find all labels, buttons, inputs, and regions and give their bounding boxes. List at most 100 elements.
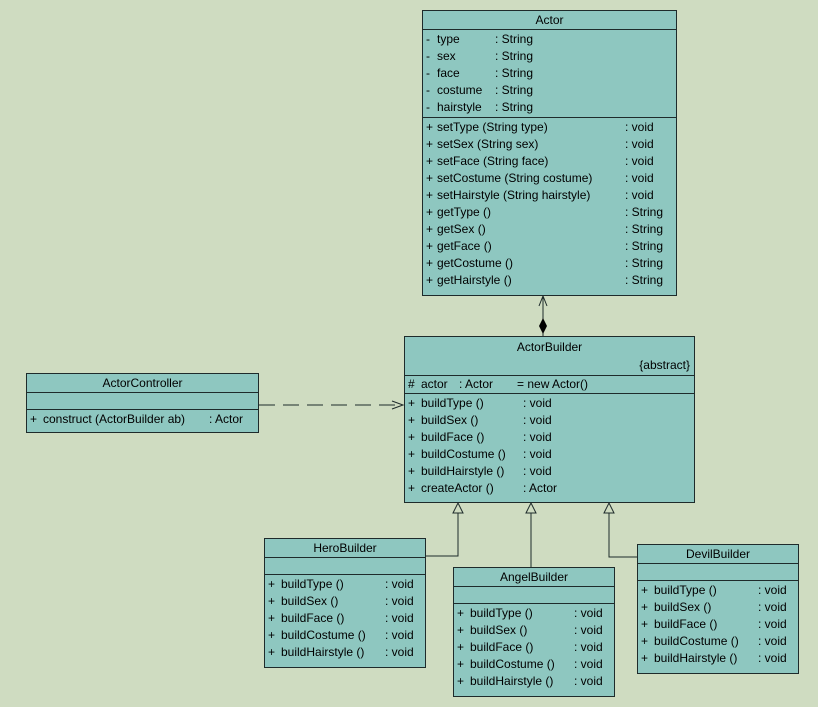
- dependency-connector: [259, 400, 405, 410]
- return-type: : void: [625, 120, 654, 134]
- visibility-marker: +: [426, 205, 434, 219]
- operation-signature: buildSex (): [470, 623, 528, 637]
- return-type: : void: [625, 171, 654, 185]
- operation-row: +buildSex (): void: [265, 593, 425, 610]
- operation-row: +getFace (): String: [423, 238, 676, 255]
- member-name: costume: [437, 83, 483, 97]
- visibility-marker: +: [457, 623, 465, 637]
- visibility-marker: +: [641, 634, 649, 648]
- member-name: sex: [437, 49, 456, 63]
- attribute-row: -type: String: [423, 31, 676, 48]
- operation-row: +buildHairstyle (): void: [405, 463, 694, 480]
- operation-row: +setCostume (String costume): void: [423, 170, 676, 187]
- return-type: : void: [758, 600, 787, 614]
- navigability-arrowhead: [538, 294, 548, 307]
- operation-signature: buildSex (): [281, 594, 339, 608]
- operation-signature: createActor (): [421, 481, 494, 495]
- visibility-marker: +: [641, 651, 649, 665]
- return-type: : void: [385, 577, 414, 591]
- visibility-marker: +: [408, 481, 416, 495]
- operation-row: + buildType () : void: [405, 395, 694, 412]
- member-type: : String: [495, 83, 534, 97]
- return-type: : void: [625, 137, 654, 151]
- operation-signature: buildCostume (): [470, 657, 555, 671]
- class-name: ActorBuilder: [516, 340, 583, 354]
- operation-signature: buildHairstyle (): [654, 651, 738, 665]
- member-name: actor: [421, 377, 448, 391]
- operation-signature: buildCostume (): [421, 447, 506, 461]
- member-type: : String: [495, 32, 534, 46]
- initial-value: = new Actor(): [517, 377, 589, 391]
- generalization-angel: [525, 501, 537, 567]
- visibility-marker: +: [641, 617, 649, 631]
- visibility-marker: +: [457, 606, 465, 620]
- operation-signature: buildFace (): [654, 617, 718, 631]
- dependency-arrowhead: [391, 400, 405, 410]
- return-type: : void: [523, 396, 552, 410]
- visibility-marker: #: [408, 377, 415, 391]
- operation-signature: buildType (): [470, 606, 533, 620]
- operation-signature: getSex (): [437, 222, 486, 236]
- generalization-hero: [426, 501, 464, 557]
- operation-signature: buildHairstyle (): [421, 464, 505, 478]
- operation-row: + createActor () : Actor: [405, 480, 694, 497]
- operation-row: +buildType (): void: [638, 582, 798, 599]
- operation-row: +buildFace (): void: [265, 610, 425, 627]
- class-name: DevilBuilder: [638, 545, 798, 564]
- visibility-marker: +: [426, 120, 434, 134]
- operation-signature: buildType (): [421, 396, 484, 410]
- operation-signature: buildSex (): [654, 600, 712, 614]
- operation-signature: buildFace (): [421, 430, 485, 444]
- operation-row: +buildFace (): void: [405, 429, 694, 446]
- visibility-marker: +: [268, 577, 276, 591]
- member-type: : String: [495, 49, 534, 63]
- visibility-marker: +: [426, 239, 434, 253]
- operation-signature: getCostume (): [437, 256, 514, 270]
- visibility-marker: +: [457, 657, 465, 671]
- operation-row: +buildFace (): void: [638, 616, 798, 633]
- visibility-marker: +: [426, 273, 434, 287]
- operation-signature: buildFace (): [470, 640, 534, 654]
- visibility-marker: +: [268, 628, 276, 642]
- operation-compartment: + buildType () : void + buildSex () : void +…: [454, 604, 614, 691]
- operation-signature: setHairstyle (String hairstyle): [437, 188, 591, 202]
- return-type: : void: [523, 413, 552, 427]
- operation-row: +buildCostume (): void: [454, 656, 614, 673]
- return-type: : Actor: [523, 481, 558, 495]
- attribute-row: #actor: Actor= new Actor(): [405, 376, 694, 393]
- composition-diamond: [539, 318, 547, 334]
- class-header: ActorBuilder {abstract}: [405, 337, 694, 376]
- attribute-compartment: [454, 587, 614, 604]
- visibility-marker: -: [426, 66, 430, 80]
- visibility-marker: +: [408, 396, 416, 410]
- visibility-marker: +: [30, 412, 38, 426]
- operation-row: +setSex (String sex): void: [423, 136, 676, 153]
- return-type: : void: [574, 674, 603, 688]
- operation-compartment: +construct (ActorBuilder ab): Actor: [27, 410, 258, 429]
- operation-signature: setCostume (String costume): [437, 171, 593, 185]
- operation-signature: buildHairstyle (): [470, 674, 554, 688]
- attribute-row: -sex: String: [423, 48, 676, 65]
- visibility-marker: -: [426, 83, 430, 97]
- visibility-marker: +: [457, 674, 465, 688]
- visibility-marker: +: [457, 640, 465, 654]
- visibility-marker: +: [641, 583, 649, 597]
- return-type: : Actor: [209, 412, 244, 426]
- visibility-marker: +: [426, 188, 434, 202]
- return-type: : void: [523, 447, 552, 461]
- operation-row: +getHairstyle (): String: [423, 272, 676, 289]
- attribute-compartment: [27, 393, 258, 410]
- return-type: : void: [574, 606, 603, 620]
- operation-compartment: + buildType () : void + buildSex () : void +…: [405, 394, 694, 498]
- class-name: ActorController: [27, 374, 258, 393]
- return-type: : void: [523, 464, 552, 478]
- return-type: : String: [625, 256, 664, 270]
- class-actor-builder: ActorBuilder {abstract} # actor : Actor = n…: [404, 336, 695, 503]
- class-devil-builder: DevilBuilder +buildType (): void + buildS…: [637, 544, 799, 674]
- operation-row: +buildCostume (): void: [265, 627, 425, 644]
- operation-signature: buildSex (): [421, 413, 479, 427]
- operation-signature: setType (String type): [437, 120, 548, 134]
- visibility-marker: +: [641, 600, 649, 614]
